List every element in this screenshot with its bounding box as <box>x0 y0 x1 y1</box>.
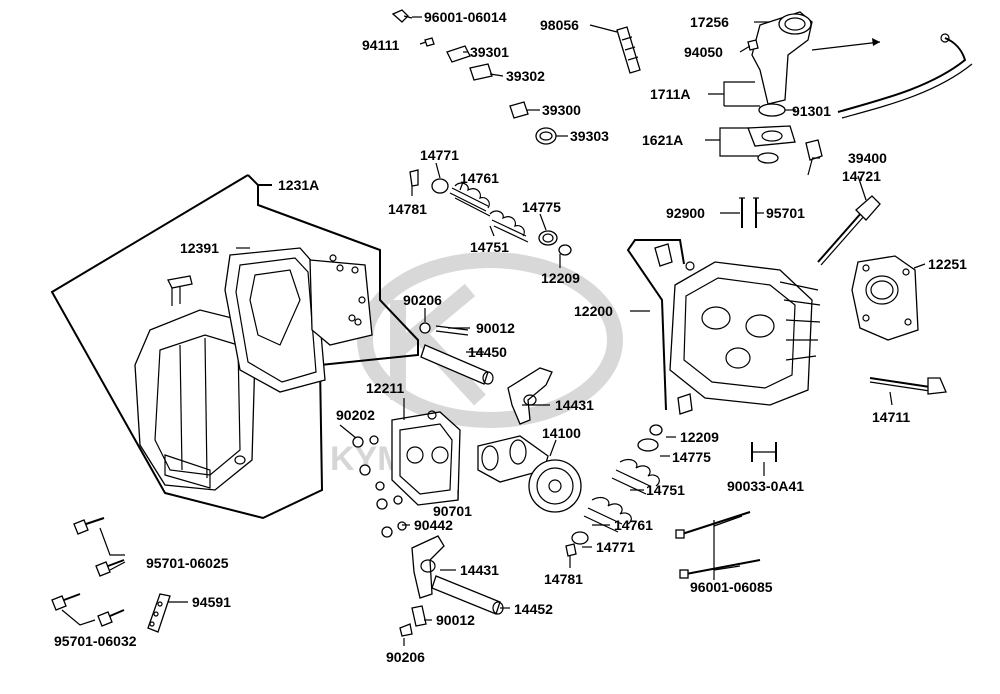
label-12211: 12211 <box>366 380 404 396</box>
label-95701-06032: 95701-06032 <box>54 633 137 649</box>
label-14450: 14450 <box>468 344 507 360</box>
label-94591: 94591 <box>192 594 231 610</box>
cylinder-head-cover-part <box>134 275 256 491</box>
rocker-shaft-parts <box>419 322 553 425</box>
label-95701-06025: 95701-06025 <box>146 555 229 571</box>
label-14781-top: 14781 <box>388 201 427 217</box>
rocker-lower-parts <box>399 535 504 637</box>
label-94111: 94111 <box>362 37 400 53</box>
label-14100: 14100 <box>542 425 581 441</box>
label-90442: 90442 <box>414 517 453 533</box>
label-94050: 94050 <box>684 44 723 60</box>
dowel-pins-part <box>751 442 777 462</box>
label-14781-bottom: 14781 <box>544 571 583 587</box>
bottom-left-bolts-part <box>51 517 171 633</box>
cylinder-head-outline <box>626 239 685 411</box>
label-12200: 12200 <box>574 303 613 319</box>
label-1621A: 1621A <box>642 132 683 148</box>
label-14711: 14711 <box>872 409 910 425</box>
label-90206-bottom: 90206 <box>386 649 425 665</box>
valve-train-upper-parts <box>409 169 572 256</box>
label-12209-bottom: 12209 <box>680 429 719 445</box>
part-number-labels: 96001-06014 98056 17256 94111 39301 9405… <box>54 9 967 665</box>
label-14431-bottom: 14431 <box>460 562 499 578</box>
label-92900: 92900 <box>666 205 705 221</box>
label-39303: 39303 <box>570 128 609 144</box>
label-90202: 90202 <box>336 407 375 423</box>
label-14721: 14721 <box>842 168 881 184</box>
label-14452: 14452 <box>514 601 553 617</box>
label-12209-top: 12209 <box>541 270 580 286</box>
intake-valve-part <box>817 195 881 266</box>
label-12251: 12251 <box>928 256 967 272</box>
temperature-sensor-part <box>805 139 823 176</box>
label-98056: 98056 <box>540 17 579 33</box>
camshaft-holder-part <box>352 410 461 538</box>
intake-gasket-part <box>747 125 796 164</box>
cylinder-head-part <box>654 243 821 415</box>
label-96001-06014: 96001-06014 <box>424 9 507 25</box>
label-90701: 90701 <box>433 503 472 519</box>
label-12391: 12391 <box>180 240 219 256</box>
label-1231A: 1231A <box>278 177 319 193</box>
intake-manifold-part <box>747 11 973 119</box>
label-14761-top: 14761 <box>460 170 499 186</box>
label-17256: 17256 <box>690 14 729 30</box>
exhaust-valve-part <box>869 377 947 395</box>
label-14775-bottom: 14775 <box>672 449 711 465</box>
label-96001-06085: 96001-06085 <box>690 579 773 595</box>
cylinder-head-gasket-part <box>851 255 919 341</box>
label-90206-top: 90206 <box>403 292 442 308</box>
leader-lines <box>61 16 926 646</box>
cover-gasket-part <box>224 247 373 393</box>
label-39302: 39302 <box>506 68 545 84</box>
label-14771-bottom: 14771 <box>596 539 635 555</box>
label-14771-top: 14771 <box>420 147 459 163</box>
label-95701: 95701 <box>766 205 805 221</box>
label-14431-top: 14431 <box>555 397 594 413</box>
label-90012-bottom: 90012 <box>436 612 475 628</box>
label-90033-0A41: 90033-0A41 <box>727 478 804 494</box>
label-1711A: 1711A <box>650 86 690 102</box>
camshaft-part <box>477 435 582 513</box>
label-14775-top: 14775 <box>522 199 561 215</box>
top-small-parts <box>391 9 641 145</box>
long-bolts-part <box>675 511 761 579</box>
label-91301: 91301 <box>792 103 831 119</box>
label-90012-top: 90012 <box>476 320 515 336</box>
label-14751-bottom: 14751 <box>646 482 685 498</box>
label-39300: 39300 <box>542 102 581 118</box>
label-14751-top: 14751 <box>470 239 509 255</box>
label-39301: 39301 <box>470 44 509 60</box>
cover-group-outline <box>50 174 419 520</box>
label-14761-bottom: 14761 <box>614 517 653 533</box>
valve-train-lower-parts <box>565 424 663 557</box>
label-39400: 39400 <box>848 150 887 166</box>
